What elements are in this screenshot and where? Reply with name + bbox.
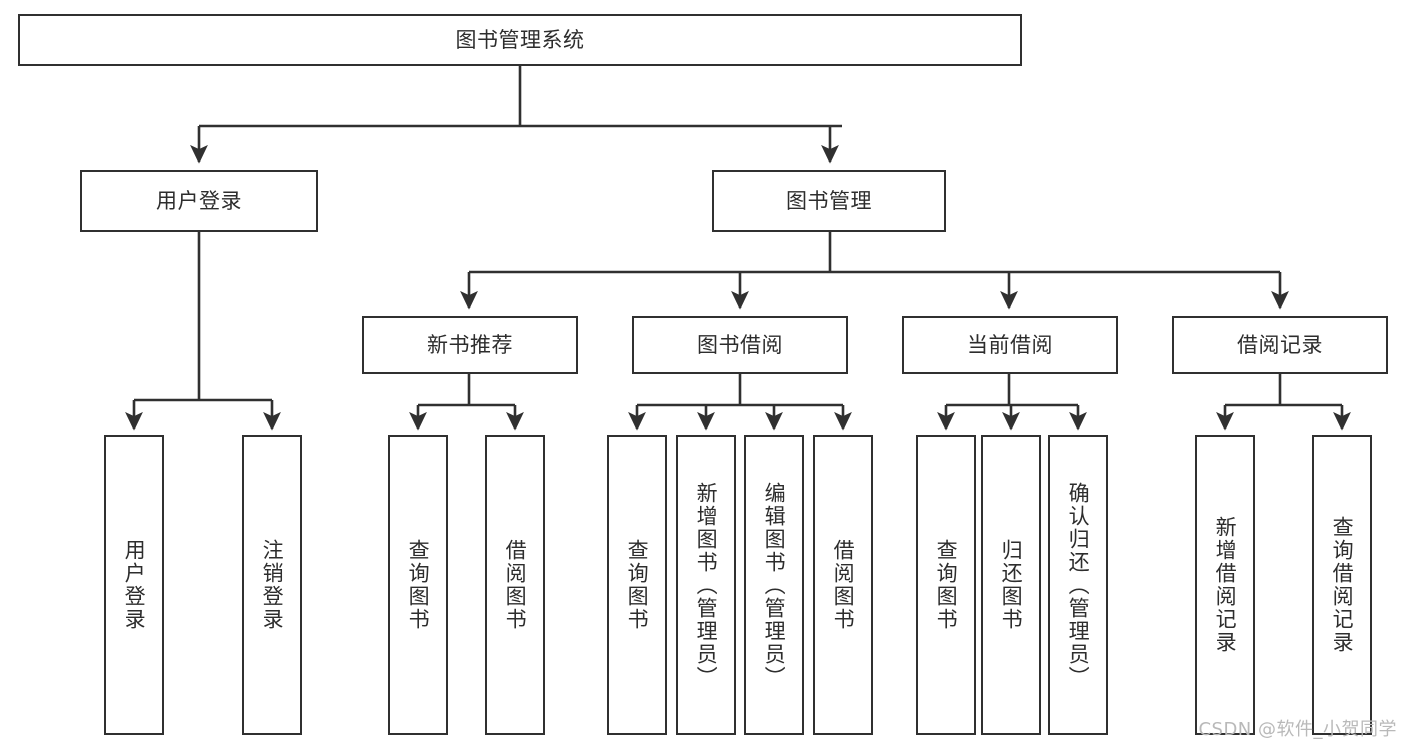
node-user-login[interactable]: 用户登录 [80,170,318,232]
node-leaf-add-book-label: 新增图书（管理员） [694,481,719,689]
node-current-borrow-label: 当前借阅 [967,332,1053,357]
node-leaf-return-book-label: 归还图书 [999,539,1024,631]
node-new-book-recommend[interactable]: 新书推荐 [362,316,578,374]
node-current-borrow[interactable]: 当前借阅 [902,316,1118,374]
node-new-book-recommend-label: 新书推荐 [427,332,513,357]
node-leaf-add-borrow-record[interactable]: 新增借阅记录 [1195,435,1255,735]
node-leaf-borrow-book-1[interactable]: 借阅图书 [485,435,545,735]
node-leaf-add-book[interactable]: 新增图书（管理员） [676,435,736,735]
watermark: CSDN @软件_小贺同学 [1198,719,1397,740]
node-leaf-user-login-label: 用户登录 [122,539,147,631]
node-leaf-edit-book-label: 编辑图书（管理员） [762,481,787,689]
node-leaf-query-book-1-label: 查询图书 [406,539,431,631]
node-leaf-query-borrow-record[interactable]: 查询借阅记录 [1312,435,1372,735]
node-leaf-query-book-2-label: 查询图书 [625,539,650,631]
node-leaf-query-book-2[interactable]: 查询图书 [607,435,667,735]
node-leaf-borrow-book-2-label: 借阅图书 [831,539,856,631]
node-leaf-borrow-book-2[interactable]: 借阅图书 [813,435,873,735]
node-leaf-logout-login-label: 注销登录 [260,539,285,631]
node-leaf-logout-login[interactable]: 注销登录 [242,435,302,735]
node-leaf-confirm-return-label: 确认归还（管理员） [1066,481,1091,689]
node-leaf-add-borrow-record-label: 新增借阅记录 [1213,516,1238,654]
node-book-management[interactable]: 图书管理 [712,170,946,232]
node-borrow-record-label: 借阅记录 [1237,332,1323,357]
node-book-management-label: 图书管理 [786,188,872,213]
node-leaf-user-login[interactable]: 用户登录 [104,435,164,735]
node-leaf-query-book-1[interactable]: 查询图书 [388,435,448,735]
node-leaf-confirm-return[interactable]: 确认归还（管理员） [1048,435,1108,735]
node-user-login-label: 用户登录 [156,188,242,213]
node-borrow-record[interactable]: 借阅记录 [1172,316,1388,374]
node-root[interactable]: 图书管理系统 [18,14,1022,66]
node-book-borrow[interactable]: 图书借阅 [632,316,848,374]
node-leaf-query-borrow-record-label: 查询借阅记录 [1330,516,1355,654]
node-book-borrow-label: 图书借阅 [697,332,783,357]
node-leaf-return-book[interactable]: 归还图书 [981,435,1041,735]
node-leaf-query-book-3[interactable]: 查询图书 [916,435,976,735]
node-leaf-borrow-book-1-label: 借阅图书 [503,539,528,631]
node-leaf-edit-book[interactable]: 编辑图书（管理员） [744,435,804,735]
node-leaf-query-book-3-label: 查询图书 [934,539,959,631]
node-root-label: 图书管理系统 [455,27,585,52]
